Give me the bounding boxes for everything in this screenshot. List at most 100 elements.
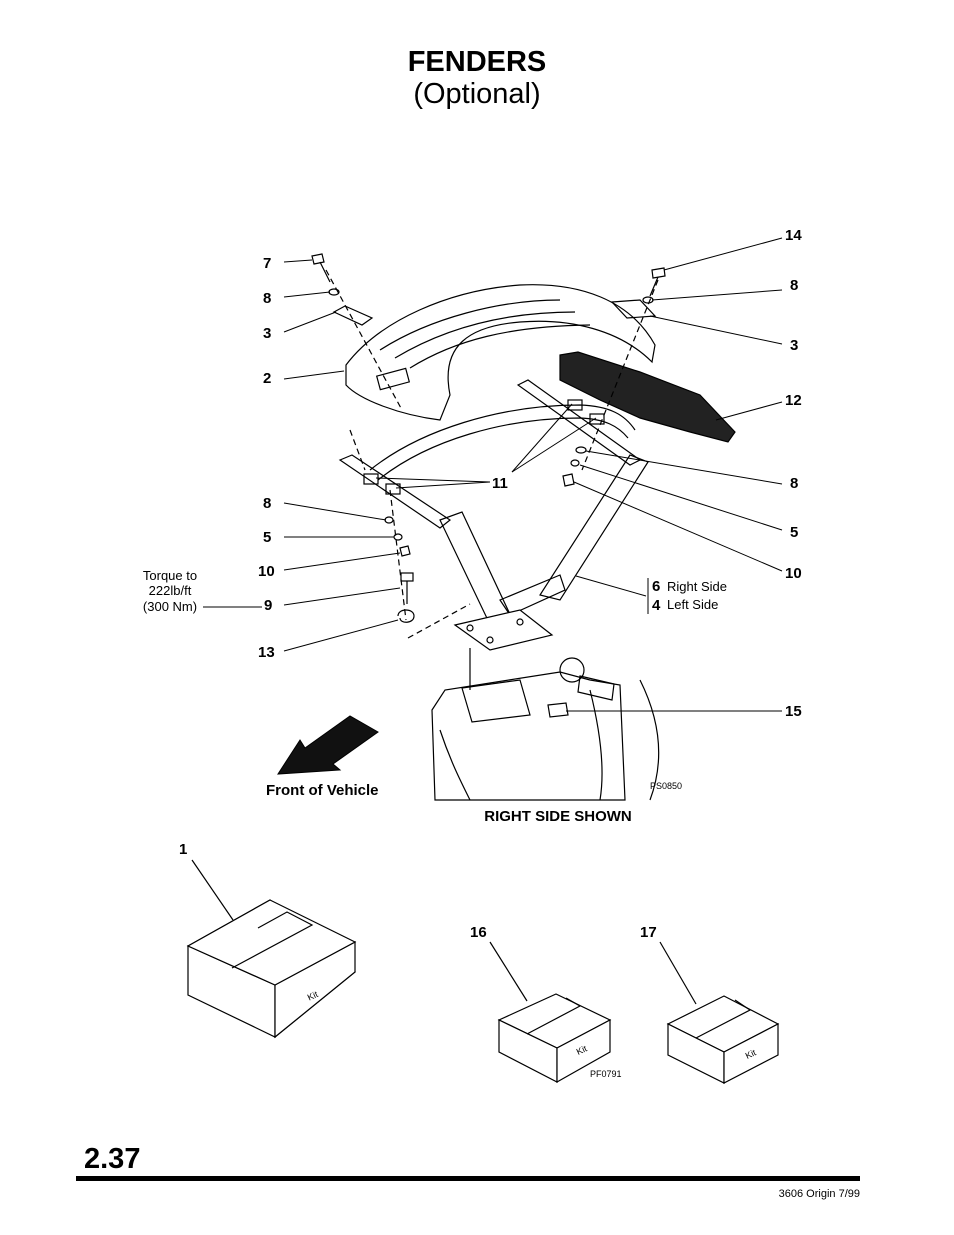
assembly-line bbox=[407, 603, 471, 639]
box-lid bbox=[186, 899, 357, 986]
callout-10: 10 bbox=[785, 565, 802, 582]
page-number: 2.37 bbox=[84, 1143, 141, 1175]
assembly-line bbox=[581, 279, 659, 471]
leader-line bbox=[489, 941, 528, 1002]
nut bbox=[562, 473, 575, 487]
callout-17: 17 bbox=[640, 924, 657, 941]
leader-line bbox=[511, 403, 573, 473]
callout-16: 16 bbox=[470, 924, 487, 941]
frame-crossbar bbox=[499, 574, 566, 616]
mount-hole bbox=[466, 624, 474, 632]
leader-line bbox=[649, 315, 783, 345]
strap-plate bbox=[332, 305, 374, 326]
leader-line bbox=[585, 450, 783, 485]
clamp bbox=[385, 483, 401, 495]
leader-line bbox=[283, 552, 401, 571]
leader-line bbox=[283, 587, 401, 606]
frame-leg-right bbox=[539, 454, 649, 601]
fender-slot bbox=[375, 367, 411, 391]
fender-shell bbox=[345, 284, 656, 421]
leader-line bbox=[651, 289, 783, 301]
assembly-line bbox=[325, 269, 403, 411]
callout-5: 5 bbox=[263, 529, 271, 546]
fender-rib bbox=[409, 324, 591, 369]
assembly-line bbox=[389, 489, 407, 621]
leader-line bbox=[663, 237, 783, 271]
clamp bbox=[567, 399, 583, 411]
nut bbox=[399, 545, 411, 557]
front-arrow-icon bbox=[277, 715, 379, 775]
callout-14: 14 bbox=[785, 227, 802, 244]
figure-code-lower: PF0791 bbox=[590, 1069, 622, 1079]
washer bbox=[575, 446, 587, 454]
leader-line bbox=[283, 291, 331, 298]
callout-12: 12 bbox=[785, 392, 802, 409]
kit-box-17 bbox=[659, 941, 780, 1084]
callout-8: 8 bbox=[790, 277, 798, 294]
leader-line bbox=[575, 575, 647, 597]
left-side-label: Left Side bbox=[667, 597, 718, 612]
right-side-label: Right Side bbox=[667, 579, 727, 594]
kit-label: Kit bbox=[575, 1043, 589, 1057]
callout-6: 6 bbox=[652, 578, 660, 595]
frame-mount-plate bbox=[453, 609, 554, 651]
washer bbox=[642, 296, 654, 304]
box-side bbox=[723, 1023, 779, 1084]
callout-9: 9 bbox=[264, 597, 272, 614]
spring-clip bbox=[397, 609, 415, 623]
kit-box-1 bbox=[186, 859, 357, 1039]
leader-line bbox=[659, 941, 697, 1005]
tractor-shaft bbox=[577, 675, 615, 701]
leader-line bbox=[579, 464, 783, 531]
leader-line bbox=[191, 859, 234, 921]
bottom-rule bbox=[76, 1176, 860, 1181]
callout-10: 10 bbox=[258, 563, 275, 580]
clamp bbox=[589, 413, 605, 425]
leader-line bbox=[395, 481, 491, 489]
kit-label: Kit bbox=[744, 1047, 758, 1061]
tractor-detail bbox=[439, 729, 471, 801]
box-flap bbox=[526, 997, 582, 1035]
leader-line bbox=[573, 481, 783, 572]
bolt-head bbox=[400, 572, 414, 582]
figure-code-upper: PS0850 bbox=[650, 781, 682, 791]
tractor-detail bbox=[639, 679, 660, 801]
leader-line bbox=[715, 401, 783, 421]
callout-8: 8 bbox=[263, 495, 271, 512]
bolt-shank bbox=[319, 261, 331, 283]
clamp bbox=[363, 473, 379, 485]
callout-8: 8 bbox=[263, 290, 271, 307]
right-side-shown-label: RIGHT SIDE SHOWN bbox=[484, 808, 632, 825]
bracket-arc bbox=[377, 417, 629, 481]
leader-line bbox=[283, 619, 399, 652]
mount-hole bbox=[486, 636, 494, 644]
fender-rib bbox=[394, 311, 576, 359]
kit-box-16 bbox=[489, 941, 612, 1084]
torque-note-line3: (300 Nm) bbox=[143, 599, 197, 614]
callout-11: 11 bbox=[492, 475, 508, 492]
mount-hole bbox=[516, 618, 524, 626]
callout-8: 8 bbox=[790, 475, 798, 492]
bolt-shank bbox=[649, 276, 659, 297]
torque-note-line2: 222lb/ft bbox=[149, 583, 192, 598]
fender-assembly-drawing bbox=[311, 253, 736, 801]
bracket-arc bbox=[369, 404, 636, 471]
leader-line bbox=[283, 259, 313, 263]
callout-3: 3 bbox=[263, 325, 271, 342]
lock-washer bbox=[570, 459, 580, 467]
strap-plate bbox=[610, 299, 657, 319]
tractor-detail bbox=[589, 689, 603, 801]
leader-line bbox=[511, 417, 597, 473]
bolt-head bbox=[311, 253, 325, 265]
box-flap bbox=[695, 999, 752, 1039]
callout-1: 1 bbox=[179, 841, 187, 858]
callout-5: 5 bbox=[790, 524, 798, 541]
grease-fitting bbox=[547, 702, 569, 718]
fender-rib bbox=[379, 299, 561, 351]
washer bbox=[384, 516, 394, 524]
tractor-mount-pad bbox=[461, 679, 531, 723]
leader-line bbox=[375, 477, 491, 483]
callout-2: 2 bbox=[263, 370, 271, 387]
mud-flap bbox=[559, 351, 736, 443]
